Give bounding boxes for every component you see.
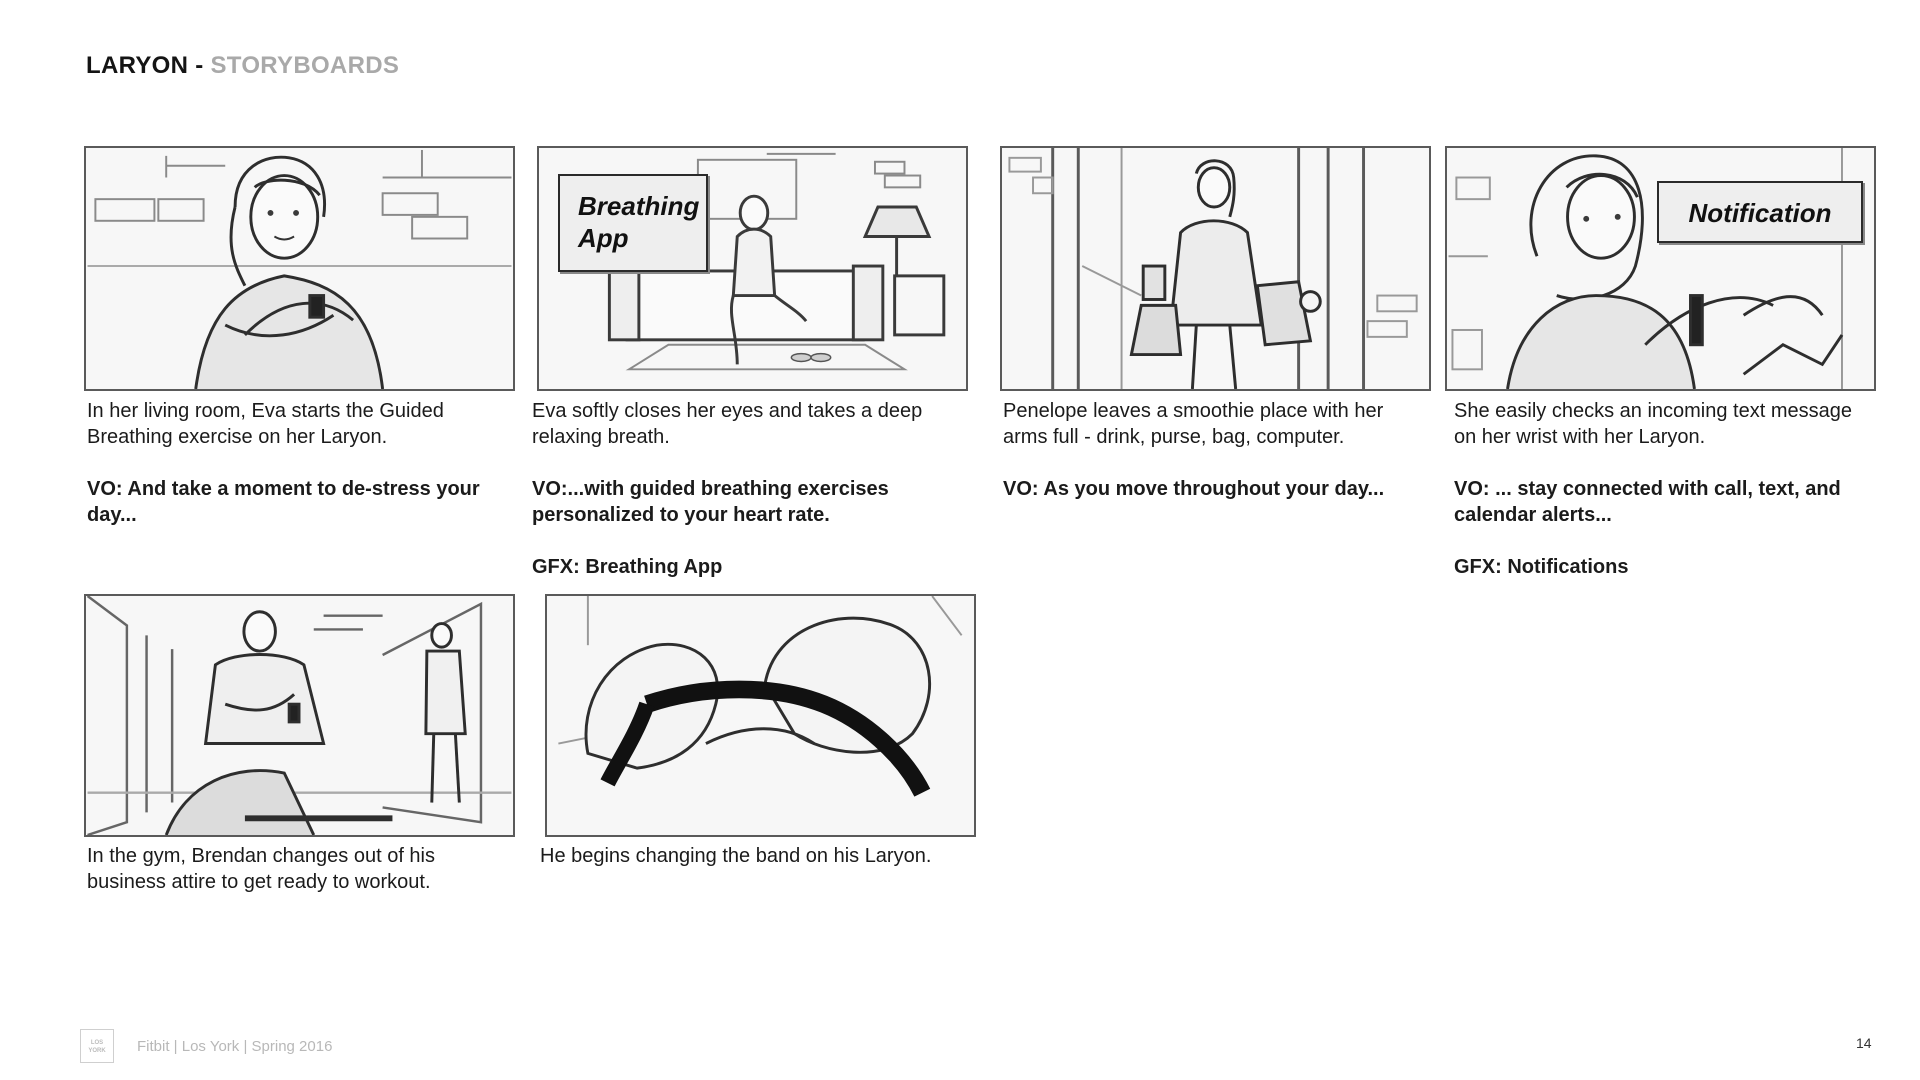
- callout-line-1: Breathing: [578, 191, 700, 221]
- panel-4-gfx: GFX: Notifications: [1454, 556, 1629, 578]
- breathing-app-callout: Breathing App: [558, 174, 708, 272]
- storyboard-frame-1: [84, 146, 515, 391]
- panel-2-gfx: GFX: Breathing App: [532, 556, 723, 578]
- los-york-logo: LOS YORK: [80, 1029, 114, 1063]
- page-title: LARYON - STORYBOARDS: [86, 52, 399, 80]
- panel-3-description: Penelope leaves a smoothie place with he…: [1003, 400, 1384, 448]
- panel-4-voiceover: VO: ... stay connected with call, text, …: [1454, 478, 1841, 526]
- storyboard-frame-3: [1000, 146, 1431, 391]
- panel-4-caption: She easily checks an incoming text messa…: [1454, 398, 1874, 580]
- panel-3-caption: Penelope leaves a smoothie place with he…: [1003, 398, 1423, 502]
- panel-2-description: Eva softly closes her eyes and takes a d…: [532, 400, 923, 448]
- storyboard-frame-5: [84, 594, 515, 837]
- storyboard-frame-4: Notification: [1445, 146, 1876, 391]
- notification-callout: Notification: [1657, 181, 1863, 243]
- page-number: 14: [1856, 1035, 1872, 1051]
- sketch-gym-locker-illustration: [86, 596, 512, 835]
- panel-6-description: He begins changing the band on his Laryo…: [540, 845, 932, 867]
- footer-credit: Fitbit | Los York | Spring 2016: [137, 1038, 333, 1055]
- callout-line-1: Notification: [1688, 198, 1832, 228]
- storyboard-frame-6: [545, 594, 976, 837]
- panel-1-voiceover: VO: And take a moment to de-stress your …: [87, 478, 480, 526]
- title-brand: LARYON -: [86, 52, 204, 79]
- panel-6-caption: He begins changing the band on his Laryo…: [540, 843, 960, 869]
- panel-2-caption: Eva softly closes her eyes and takes a d…: [532, 398, 952, 580]
- panel-3-voiceover: VO: As you move throughout your day...: [1003, 478, 1385, 500]
- panel-1-caption: In her living room, Eva starts the Guide…: [87, 398, 507, 528]
- storyboard-frame-2: Breathing App: [537, 146, 968, 391]
- title-section: STORYBOARDS: [210, 52, 400, 79]
- sketch-wrist-notification-illustration: [1448, 148, 1844, 389]
- panel-2-voiceover: VO:...with guided breathing exercises pe…: [532, 478, 889, 526]
- sketch-living-room-illustration: [87, 149, 512, 389]
- panel-5-description: In the gym, Brendan changes out of his b…: [87, 845, 435, 893]
- callout-line-2: App: [578, 223, 629, 253]
- panel-1-description: In her living room, Eva starts the Guide…: [87, 400, 444, 448]
- panel-4-description: She easily checks an incoming text messa…: [1454, 400, 1852, 448]
- sketch-band-change-illustration: [558, 596, 963, 797]
- sketch-smoothie-shop-illustration: [1008, 148, 1418, 389]
- panel-5-caption: In the gym, Brendan changes out of his b…: [87, 843, 507, 895]
